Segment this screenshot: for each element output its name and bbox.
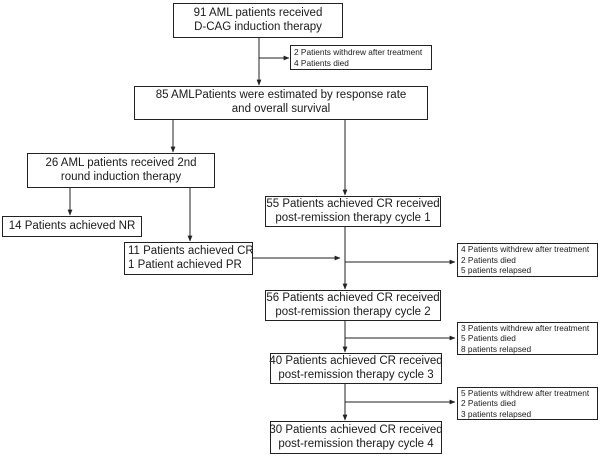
box-line: 14 Patients achieved NR <box>8 219 136 232</box>
box-line: 30 Patients achieved CR received <box>269 423 443 436</box>
box-line: 91 AML patients received <box>193 6 323 19</box>
estimated-box: 85 AMLPatients were estimated by respons… <box>134 86 428 120</box>
cycle2-box: 56 Patients achieved CR received post-re… <box>265 290 441 321</box>
box-line: 85 AMLPatients were estimated by respons… <box>155 89 407 102</box>
cycle1-exits-box: 4 Patients withdrew after treatment 2 Pa… <box>457 243 598 277</box>
box-line: 2 Patients died <box>461 398 516 409</box>
box-line: round induction therapy <box>60 170 182 183</box>
box-line: post-remission therapy cycle 4 <box>278 437 434 450</box>
cycle3-exits-box: 5 Patients withdrew after treatment 2 Pa… <box>457 387 598 420</box>
box-line: 4 Patients withdrew after treatment <box>461 244 590 255</box>
box-line: 4 Patients died <box>294 57 349 68</box>
box-line: 8 patients relapsed <box>461 343 532 354</box>
box-line: 2 Patients withdrew after treatment <box>294 47 423 58</box>
box-line: 3 Patients withdrew after treatment <box>461 322 590 333</box>
cycle2-exits-box: 3 Patients withdrew after treatment 5 Pa… <box>457 322 598 355</box>
box-line: 26 AML patients received 2nd <box>45 156 197 169</box>
cr-pr-box: 11 Patients achieved CR 1 Patient achiev… <box>124 242 254 275</box>
box-line: 3 patients relapsed <box>461 408 532 419</box>
box-line: 1 Patient achieved PR <box>128 258 242 271</box>
box-line: 2 Patients died <box>461 254 516 265</box>
box-line: D-CAG induction therapy <box>194 20 322 33</box>
box-line: 40 Patients achieved CR received <box>269 354 443 367</box>
cycle4-box: 30 Patients achieved CR received post-re… <box>269 421 443 454</box>
box-line: 55 Patients achieved CR received <box>266 197 440 210</box>
box-line: 5 patients relapsed <box>461 265 532 276</box>
cycle3-box: 40 Patients achieved CR received post-re… <box>269 353 443 384</box>
box-line: 11 Patients achieved CR <box>128 244 254 257</box>
nr-box: 14 Patients achieved NR <box>2 216 142 237</box>
box-line: and overall survival <box>231 103 331 115</box>
induction-exits-box: 2 Patients withdrew after treatment 4 Pa… <box>290 45 432 70</box>
box-line: 5 Patients died <box>461 333 516 344</box>
box-line: 5 Patients withdrew after treatment <box>461 387 590 398</box>
box-line: post-remission therapy cycle 1 <box>275 211 431 224</box>
induction-box: 91 AML patients received D-CAG induction… <box>173 3 343 38</box>
box-line: post-remission therapy cycle 3 <box>278 368 434 381</box>
box-line: post-remission therapy cycle 2 <box>275 305 431 318</box>
cycle1-box: 55 Patients achieved CR received post-re… <box>265 196 441 227</box>
box-line: 56 Patients achieved CR received <box>266 291 440 304</box>
second-round-box: 26 AML patients received 2nd round induc… <box>27 153 215 188</box>
